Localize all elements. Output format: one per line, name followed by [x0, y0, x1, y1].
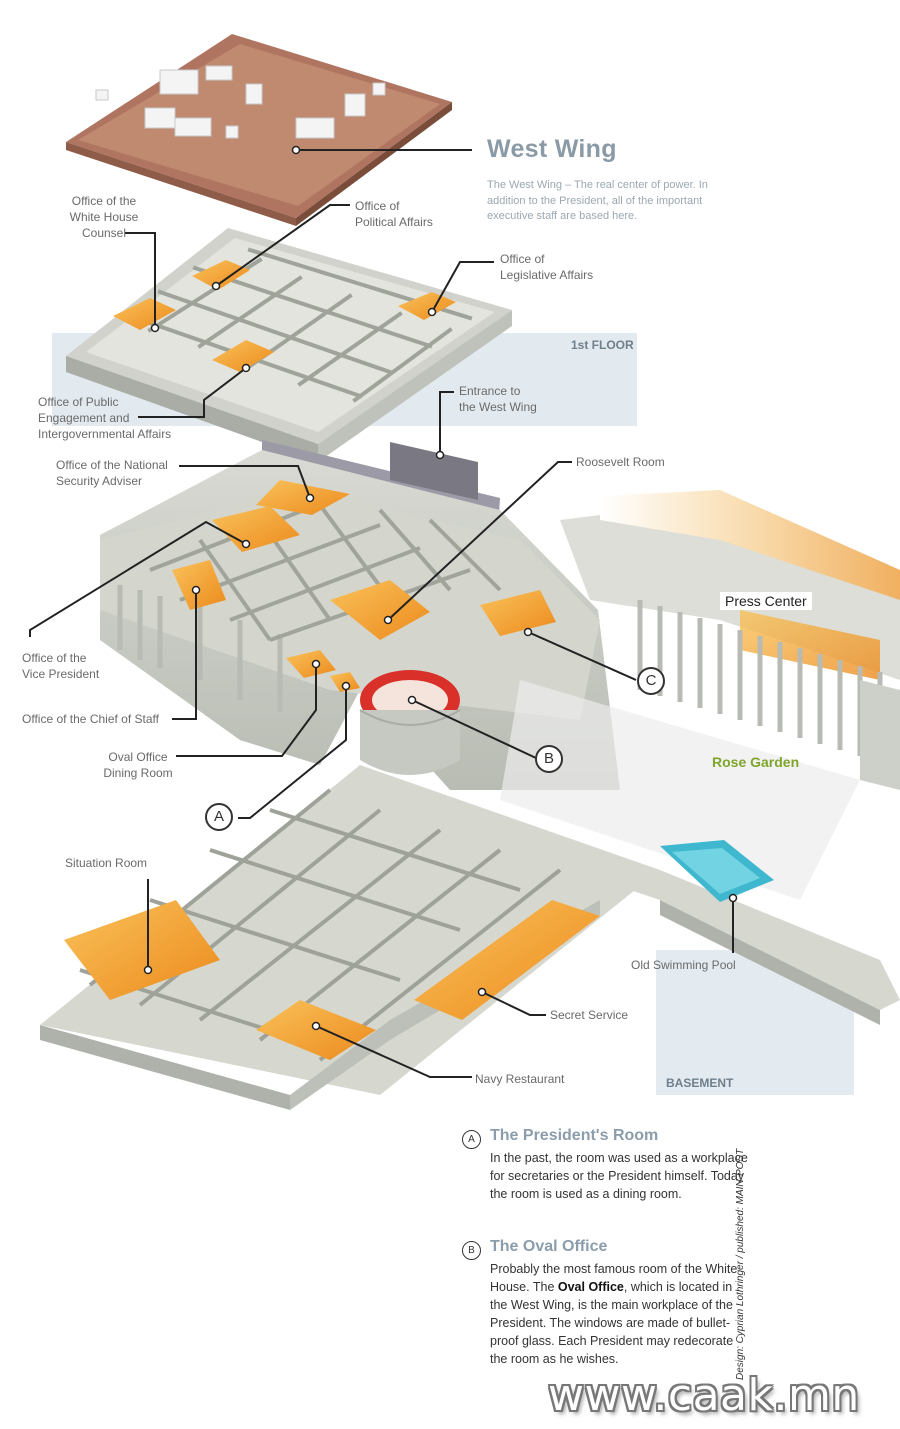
label-navy-restaurant: Navy Restaurant — [475, 1072, 565, 1086]
intro-text: The West Wing – The real center of power… — [487, 179, 708, 222]
note-oval-office: B The Oval Office Probably the most famo… — [462, 1238, 752, 1388]
label-situation-room: Situation Room — [65, 856, 148, 870]
note-presidents-room: A The President's Room In the past, the … — [462, 1127, 752, 1227]
design-credit: Design: Cyprian Lothringer / published: … — [735, 1148, 746, 1380]
label-legislative-affairs: Office of Legislative Affairs — [500, 252, 594, 282]
note-badge: B — [462, 1241, 481, 1260]
note-body: Probably the most famous room of the Whi… — [490, 1260, 750, 1368]
note-title: The Oval Office — [490, 1238, 608, 1255]
marker-a: A — [205, 803, 233, 831]
marker-c: C — [637, 667, 665, 695]
first-floor-block — [66, 228, 512, 462]
label-secret-service: Secret Service — [550, 1008, 629, 1022]
label-oval-dining: Oval Office Dining Room — [103, 750, 173, 780]
label-old-swimming-pool: Old Swimming Pool — [631, 958, 736, 972]
note-title: The President's Room — [490, 1127, 659, 1144]
oval-office-shape — [359, 670, 461, 775]
label-public-engagement: Office of Public Engagement and Intergov… — [38, 395, 172, 441]
note-body-bold: Oval Office — [557, 1280, 624, 1294]
label-chief-of-staff: Office of the Chief of Staff — [22, 712, 159, 726]
note-body-end: , which is located in the West Wing, is … — [490, 1280, 734, 1366]
basement-label: BASEMENT — [666, 1076, 734, 1090]
basement-block — [40, 765, 900, 1110]
marker-b: B — [535, 745, 563, 773]
label-vice-president: Office of the Vice President — [22, 651, 100, 681]
label-roosevelt-room: Roosevelt Room — [576, 455, 665, 469]
note-badge: A — [462, 1130, 481, 1149]
label-national-security: Office of the National Security Adviser — [56, 458, 168, 488]
label-political-affairs: Office of Political Affairs — [355, 199, 433, 229]
roof-block — [66, 34, 452, 226]
label-entrance: Entrance to the West Wing — [459, 384, 537, 414]
page-title: West Wing — [487, 135, 617, 163]
watermark: www.caak.mn — [548, 1370, 860, 1421]
note-body-start: Probably the most famous room of the Whi… — [490, 1262, 738, 1294]
note-body: In the past, the room was used as a work… — [490, 1151, 748, 1201]
label-counsel: Office of the White House Counsel — [69, 194, 139, 240]
first-floor-label: 1st FLOOR — [571, 338, 634, 352]
label-press-center: Press Center — [720, 592, 812, 610]
label-rose-garden: Rose Garden — [712, 754, 800, 770]
